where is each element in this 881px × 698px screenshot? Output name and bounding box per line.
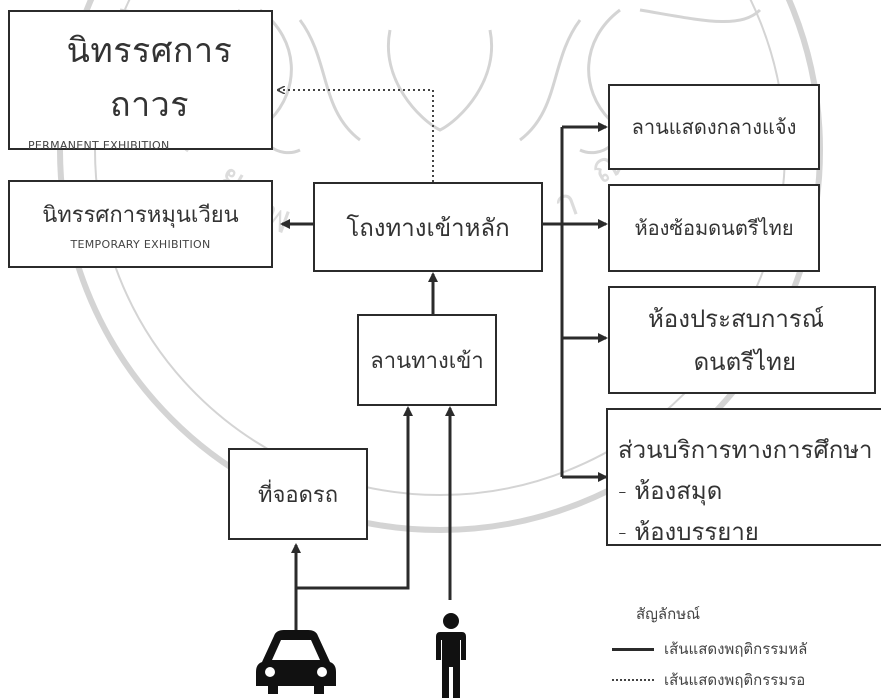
experience-room-box: ห้องประสบการณ์ ดนตรีไทย — [608, 286, 876, 394]
person-icon — [436, 613, 466, 698]
legend-dotted-label: เส้นแสดงพฤติกรรมรอ — [664, 671, 806, 689]
education-service-box: ส่วนบริการทางการศึกษา - ห้องสมุด - ห้องบ… — [606, 408, 881, 546]
permanent-exhibition-box: นิทรรศการถาวร PERMANENT EXHIBITION — [8, 10, 273, 152]
car-icon — [256, 630, 336, 694]
outdoor-stage-box: ลานแสดงกลางแจ้ง — [608, 84, 820, 170]
permanent-exhibition-en: PERMANENT EXHIBITION — [28, 138, 170, 152]
temporary-exhibition-en: TEMPORARY EXHIBITION — [70, 238, 211, 251]
temporary-exhibition-box: นิทรรศการหมุนเวียน TEMPORARY EXHIBITION — [8, 180, 273, 268]
parking-label: ที่จอดรถ — [257, 482, 339, 508]
entrance-court-label: ลานทางเข้า — [370, 348, 484, 374]
entrance-court-box: ลานทางเข้า — [357, 314, 497, 406]
legend-dotted-row: เส้นแสดงพฤติกรรมรอ — [612, 668, 805, 692]
temporary-exhibition-th: นิทรรศการหมุนเวียน — [42, 203, 239, 228]
experience-room-line2: ดนตรีไทย — [693, 348, 796, 376]
outdoor-stage-label: ลานแสดงกลางแจ้ง — [631, 115, 797, 139]
rehearsal-room-box: ห้องซ้อมดนตรีไทย — [608, 184, 820, 272]
legend-solid-label: เส้นแสดงพฤติกรรมหลั — [664, 640, 808, 658]
parking-box: ที่จอดรถ — [228, 448, 368, 540]
rehearsal-room-label: ห้องซ้อมดนตรีไทย — [634, 216, 794, 240]
main-hall-box: โถงทางเข้าหลัก — [313, 182, 543, 272]
permanent-exhibition-th: นิทรรศการถาวร — [66, 30, 233, 125]
education-item-library: - ห้องสมุด — [618, 477, 723, 505]
legend-title: สัญลักษณ์ — [636, 605, 701, 623]
main-hall-label: โถงทางเข้าหลัก — [346, 213, 510, 242]
legend-solid-swatch — [612, 647, 654, 651]
education-item-lecture: - ห้องบรรยาย — [618, 518, 759, 546]
hall-to-permanent-dotted — [278, 90, 434, 182]
legend-dotted-swatch — [612, 679, 654, 681]
education-title: ส่วนบริการทางการศึกษา — [618, 436, 873, 464]
legend-solid-row: เส้นแสดงพฤติกรรมหลั — [612, 637, 807, 661]
parking-to-entrance-line — [296, 406, 413, 590]
experience-room-line1: ห้องประสบการณ์ — [647, 305, 824, 333]
